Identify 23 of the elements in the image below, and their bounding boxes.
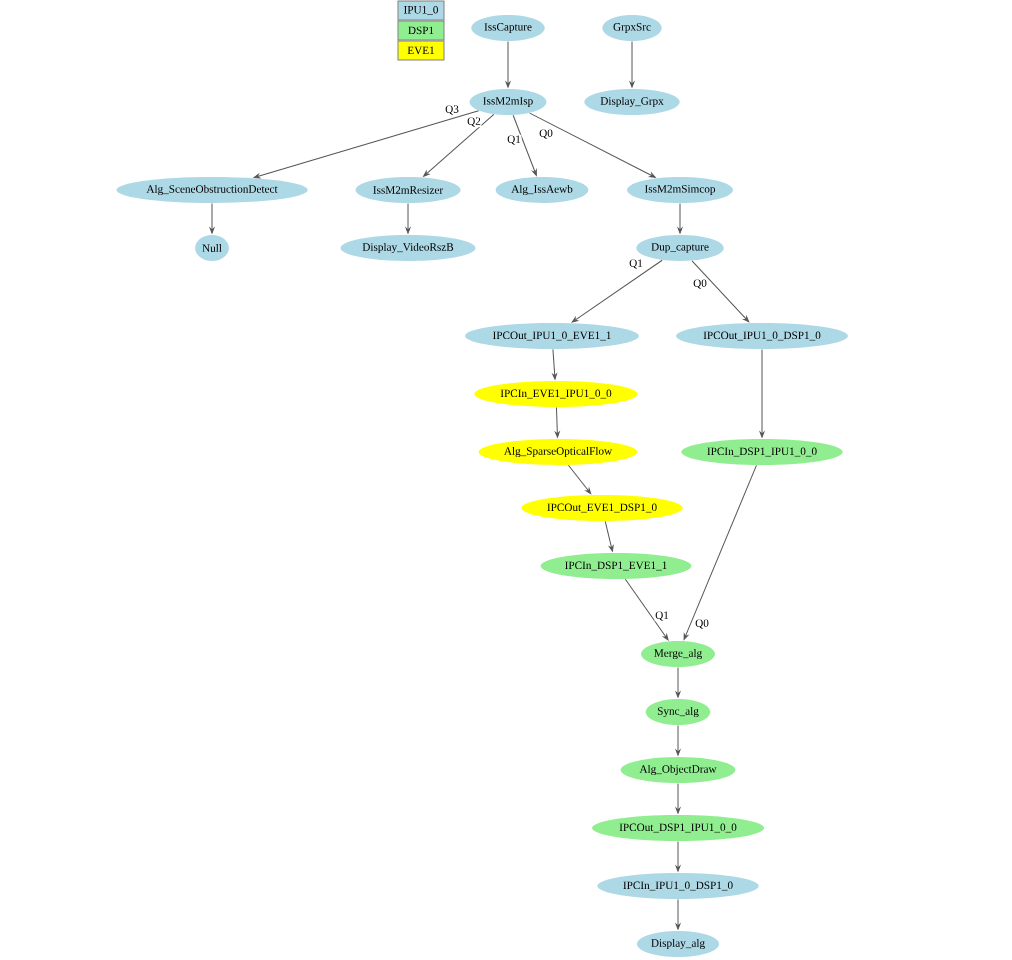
- arrow: [675, 782, 681, 814]
- arrow: [683, 464, 757, 640]
- arrow: [604, 520, 614, 552]
- arrow: [677, 202, 683, 234]
- arrow: [554, 406, 560, 438]
- arrow: [629, 40, 635, 88]
- arrow: [405, 202, 411, 234]
- arrow: [675, 840, 681, 872]
- arrow: [552, 348, 557, 380]
- arrow: [675, 898, 681, 930]
- arrow: [675, 666, 681, 698]
- arrow: [505, 40, 511, 88]
- arrow: [759, 348, 765, 438]
- arrow: [691, 260, 750, 323]
- arrow: [571, 259, 663, 323]
- arrow: [567, 464, 592, 495]
- arrow: [423, 113, 495, 177]
- arrow: [624, 578, 669, 641]
- arrow: [253, 110, 480, 179]
- arrow: [675, 724, 681, 756]
- arrow: [512, 114, 537, 176]
- arrow: [209, 202, 215, 234]
- arrow: [529, 112, 656, 178]
